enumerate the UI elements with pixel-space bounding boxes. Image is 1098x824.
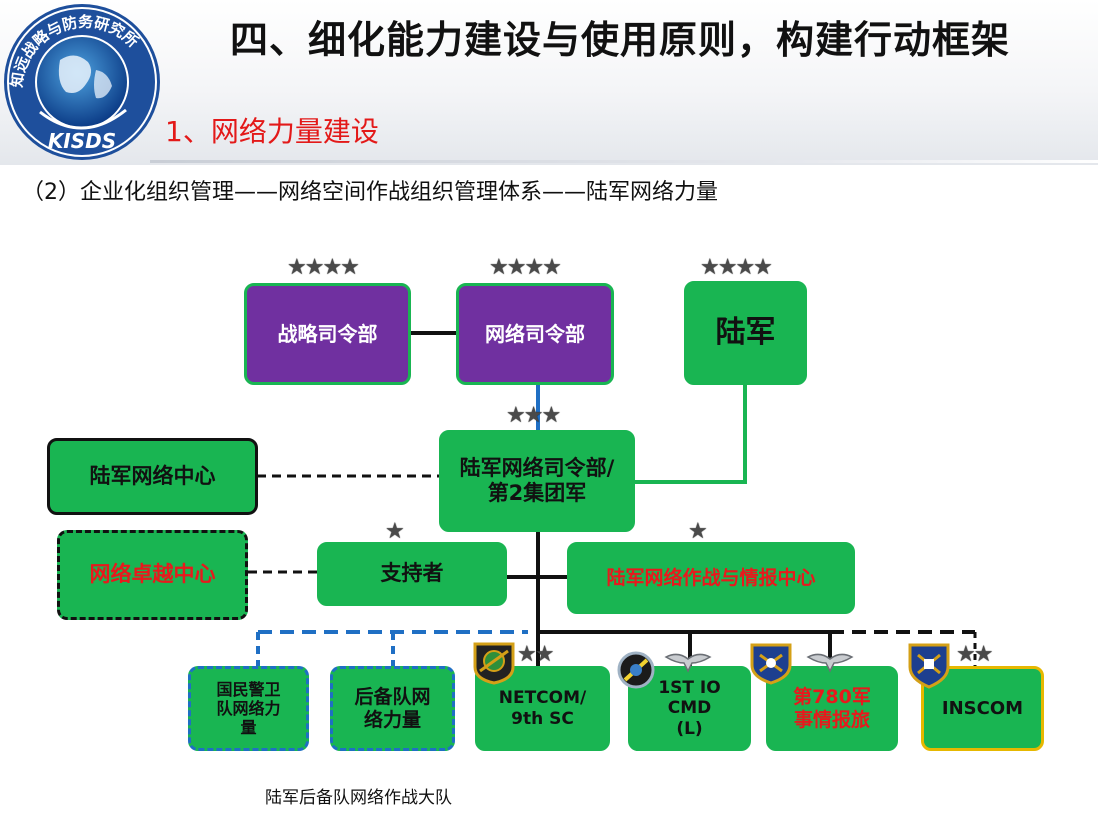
node-label: 网络司令部 <box>485 322 585 346</box>
section-title: 1、网络力量建设 <box>165 115 379 148</box>
node-army-cyber-ops-intel-center: 陆军网络作战与情报中心 <box>567 542 855 614</box>
rank-stars-four: ★★★★ <box>700 255 773 280</box>
rank-stars-four: ★★★★ <box>489 255 562 280</box>
node-label: 1ST IO CMD (L) <box>658 677 721 739</box>
node-cyber-excellence-center: 网络卓越中心 <box>57 530 248 620</box>
node-780-mi-brigade: 第780军事情报旅 <box>766 666 898 751</box>
page-title: 四、细化能力建设与使用原则，构建行动框架 <box>230 17 1011 62</box>
node-supporter: 支持者 <box>317 542 507 606</box>
inscom-insignia-icon <box>906 641 952 689</box>
netcom-insignia-icon <box>472 641 516 685</box>
rank-star-one: ★ <box>385 519 405 544</box>
node-label: NETCOM/ 9th SC <box>498 688 587 729</box>
node-army-cyber-center: 陆军网络中心 <box>47 438 258 515</box>
node-label: 后备队网络力量 <box>354 685 431 731</box>
node-label: 陆军网络中心 <box>89 463 216 488</box>
node-reserve: 后备队网络力量 <box>330 666 455 751</box>
kisds-logo: 知远战略与防务研究所 KISDS <box>0 0 165 165</box>
rank-star-one: ★ <box>688 519 708 544</box>
node-army-cyber-command: 陆军网络司令部/第2集团军 <box>439 430 635 532</box>
node-label: 第780军事情报旅 <box>793 685 871 731</box>
node-national-guard: 国民警卫队网络力量 <box>188 666 309 751</box>
footnote-army-reserve-cyber-ops-group: 陆军后备队网络作战大队 <box>265 788 452 808</box>
header-band <box>0 0 1098 165</box>
node-strategic-command: 战略司令部 <box>244 283 411 385</box>
rank-stars-three: ★★★ <box>506 403 561 428</box>
rank-stars-two: ★★ <box>517 642 554 667</box>
node-label: 陆军网络司令部/第2集团军 <box>459 455 615 505</box>
node-army: 陆军 <box>684 281 807 385</box>
colonel-eagle-icon <box>806 649 854 673</box>
node-label: 战略司令部 <box>277 322 378 346</box>
svg-text:KISDS: KISDS <box>48 129 116 153</box>
mi-brigade-insignia-icon <box>748 641 794 685</box>
header-divider <box>150 160 1098 163</box>
io-cmd-insignia-icon <box>616 650 656 690</box>
node-label: 陆军 <box>715 315 776 350</box>
node-label: 支持者 <box>380 561 444 586</box>
node-label: 国民警卫队网络力量 <box>216 679 281 738</box>
node-label: 陆军网络作战与情报中心 <box>606 566 816 589</box>
rank-stars-two: ★★ <box>956 642 993 667</box>
colonel-eagle-icon <box>664 649 712 673</box>
node-label: 网络卓越中心 <box>89 562 216 587</box>
node-cyber-command: 网络司令部 <box>456 283 614 385</box>
node-label: INSCOM <box>941 697 1024 719</box>
rank-stars-four: ★★★★ <box>287 255 360 280</box>
slide-subtitle: （2）企业化组织管理——网络空间作战组织管理体系——陆军网络力量 <box>22 180 718 205</box>
